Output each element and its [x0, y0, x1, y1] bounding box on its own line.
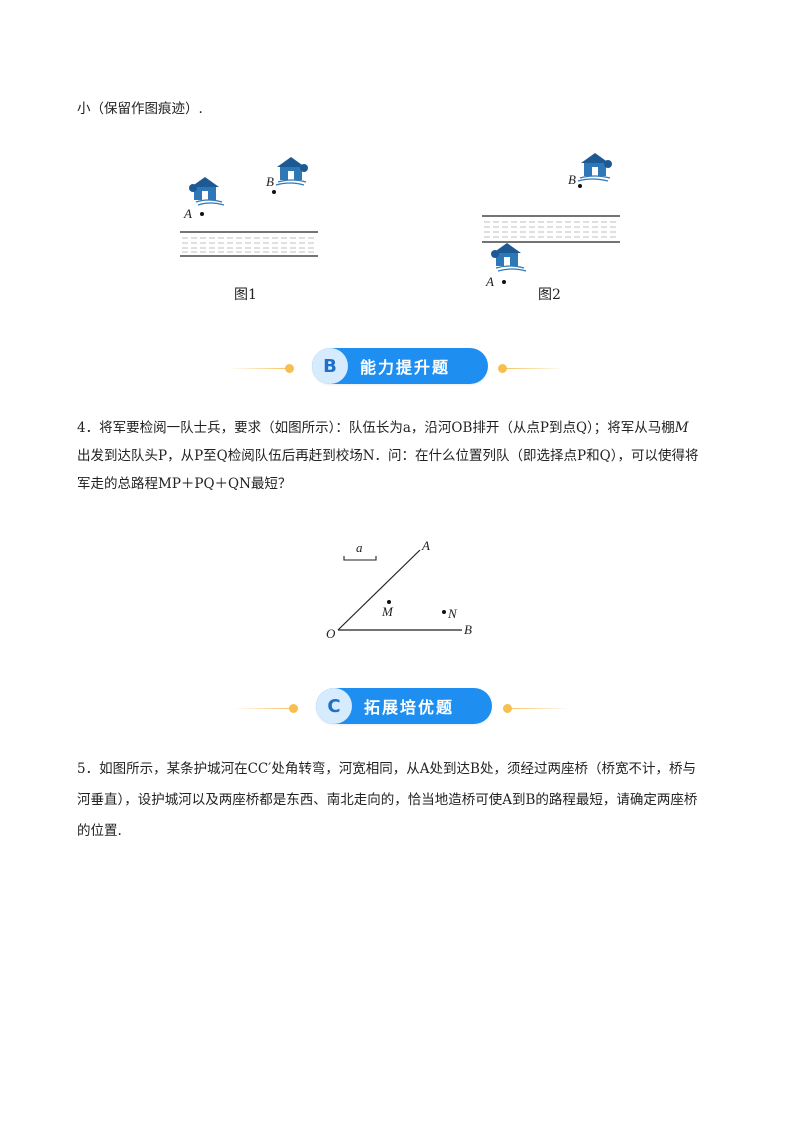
label-A: A	[422, 538, 430, 553]
banner-dot	[289, 704, 298, 713]
point-m	[387, 600, 391, 604]
figure-3-diagram	[337, 549, 462, 631]
house-icon	[275, 157, 308, 186]
banner-dot	[285, 364, 294, 373]
label-b: B	[266, 174, 274, 189]
section-c-banner: C 拓展培优题	[316, 688, 492, 724]
house-icon	[577, 153, 612, 182]
banner-dot	[498, 364, 507, 373]
banner-line	[507, 368, 565, 369]
label-N: N	[448, 606, 457, 621]
intro-text: 小（保留作图痕迹）.	[77, 101, 203, 117]
point-a	[200, 212, 204, 216]
q5-line1: 5．如图所示，某条护城河在CC′处角转弯，河宽相同，从A处到达B处，须经过两座桥…	[77, 761, 696, 777]
point-b	[272, 190, 276, 194]
figure-2-diagram	[482, 153, 620, 284]
section-b-letter: B	[312, 348, 348, 384]
house-icon	[189, 177, 225, 206]
q4-line3: 军走的总路程MP＋PQ＋QN最短？	[77, 476, 292, 492]
figure-2: B A 图2	[476, 150, 636, 310]
label-a: A	[486, 274, 494, 289]
point-b	[578, 184, 582, 188]
q4-line1-m: M	[674, 420, 689, 436]
label-length-a: a	[356, 540, 363, 555]
label-a: A	[184, 206, 192, 221]
banner-line	[228, 368, 286, 369]
q5-line2: 河垂直），设护城河以及两座桥都是东西、南北走向的，恰当地造桥可使A到B的路程最短…	[77, 792, 698, 808]
banner-dot	[503, 704, 512, 713]
point-a	[502, 280, 506, 284]
figure-1-diagram	[180, 157, 318, 257]
house-icon	[491, 243, 527, 272]
q5-text: 5．如图所示，某条护城河在CC′处角转弯，河宽相同，从A处到达B处，须经过两座桥…	[77, 754, 737, 847]
point-n	[442, 610, 446, 614]
label-M: M	[382, 604, 393, 619]
banner-line	[512, 708, 570, 709]
section-b-banner: B 能力提升题	[312, 348, 488, 384]
figure-1: A B 图1	[170, 150, 330, 310]
banner-line	[232, 708, 290, 709]
q5-line3: 的位置.	[77, 823, 122, 839]
section-c-title: 拓展培优题	[364, 698, 455, 717]
caption-fig2: 图2	[538, 287, 561, 303]
label-O: O	[326, 626, 336, 641]
caption-fig1: 图1	[234, 287, 257, 303]
q4-line2: 出发到达队头P，从P至Q检阅队伍后再赶到校场N．问：在什么位置列队（即选择点P和…	[77, 448, 699, 464]
figure-3: a A M N O B	[320, 530, 490, 645]
label-b: B	[568, 172, 576, 187]
q4-text: 4．将军要检阅一队士兵，要求（如图所示）：队伍长为a，沿河OB排开（从点P到点Q…	[77, 414, 737, 498]
section-c-letter: C	[316, 688, 352, 724]
q4-line1: 4．将军要检阅一队士兵，要求（如图所示）：队伍长为a，沿河OB排开（从点P到点Q…	[77, 420, 675, 436]
section-b-title: 能力提升题	[360, 358, 451, 377]
label-B: B	[464, 622, 472, 637]
